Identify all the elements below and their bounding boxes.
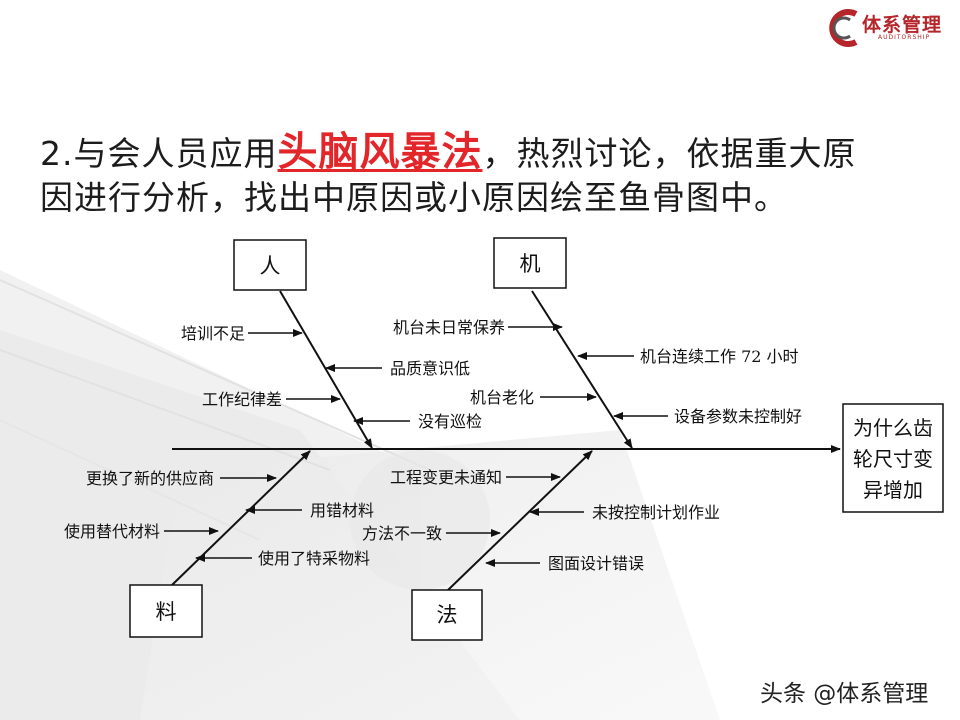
cause-material-4: 使用了特采物料 xyxy=(258,549,370,568)
cause-method-1: 工程变更未通知 xyxy=(390,468,502,487)
cause-material-3: 使用替代材料 xyxy=(64,522,160,541)
category-material: 料 xyxy=(156,600,177,624)
cause-material-1: 更换了新的供应商 xyxy=(86,469,214,488)
bone-method xyxy=(447,450,593,591)
slide-heading: 2.与会人员应用头脑风暴法，热烈讨论，依据重大原因进行分析，找出中原因或小原因绘… xyxy=(40,130,880,220)
brand-logo: 体系管理 AUDITORSHIP xyxy=(820,6,960,50)
category-machine: 机 xyxy=(520,252,541,276)
bone-material xyxy=(171,450,311,586)
category-people: 人 xyxy=(260,254,281,278)
heading-prefix: 2.与会人员应用 xyxy=(40,134,278,173)
bone-machine xyxy=(531,290,633,449)
cause-method-4: 图面设计错误 xyxy=(548,554,644,573)
head-line-2: 轮尺寸变 xyxy=(853,447,933,471)
category-box-machine xyxy=(493,237,567,289)
brand-tagline: AUDITORSHIP xyxy=(878,34,931,41)
heading-highlight: 头脑风暴法 xyxy=(277,129,483,175)
logo-mark-icon xyxy=(829,9,858,47)
category-box-method xyxy=(411,589,483,641)
brand-name: 体系管理 xyxy=(862,14,943,36)
category-method: 法 xyxy=(437,603,458,627)
category-box-people xyxy=(233,239,307,291)
cause-people-4: 没有巡检 xyxy=(418,412,482,431)
cause-people-3: 工作纪律差 xyxy=(202,390,282,409)
cause-machine-3: 机台老化 xyxy=(470,388,534,407)
watermark: 头条 @体系管理 xyxy=(760,681,929,707)
cause-machine-1: 机台未日常保养 xyxy=(393,318,505,337)
bone-people xyxy=(279,290,373,449)
category-box-material xyxy=(129,584,203,638)
cause-people-1: 培训不足 xyxy=(181,324,245,343)
cause-machine-4: 设备参数未控制好 xyxy=(674,407,802,426)
cause-material-2: 用错材料 xyxy=(310,501,374,520)
cause-method-3: 方法不一致 xyxy=(362,524,442,543)
cause-people-2: 品质意识低 xyxy=(390,359,470,378)
head-line-1: 为什么齿 xyxy=(853,416,933,440)
head-box xyxy=(842,403,944,513)
head-line-3: 异增加 xyxy=(863,478,923,502)
heading-suffix: ，热烈讨论，依据重大原因进行分析，找出中原因或小原因绘至鱼骨图中。 xyxy=(40,134,857,217)
cause-method-2: 未按控制计划作业 xyxy=(592,503,720,522)
cause-machine-2: 机台连续工作 72 小时 xyxy=(640,347,799,366)
